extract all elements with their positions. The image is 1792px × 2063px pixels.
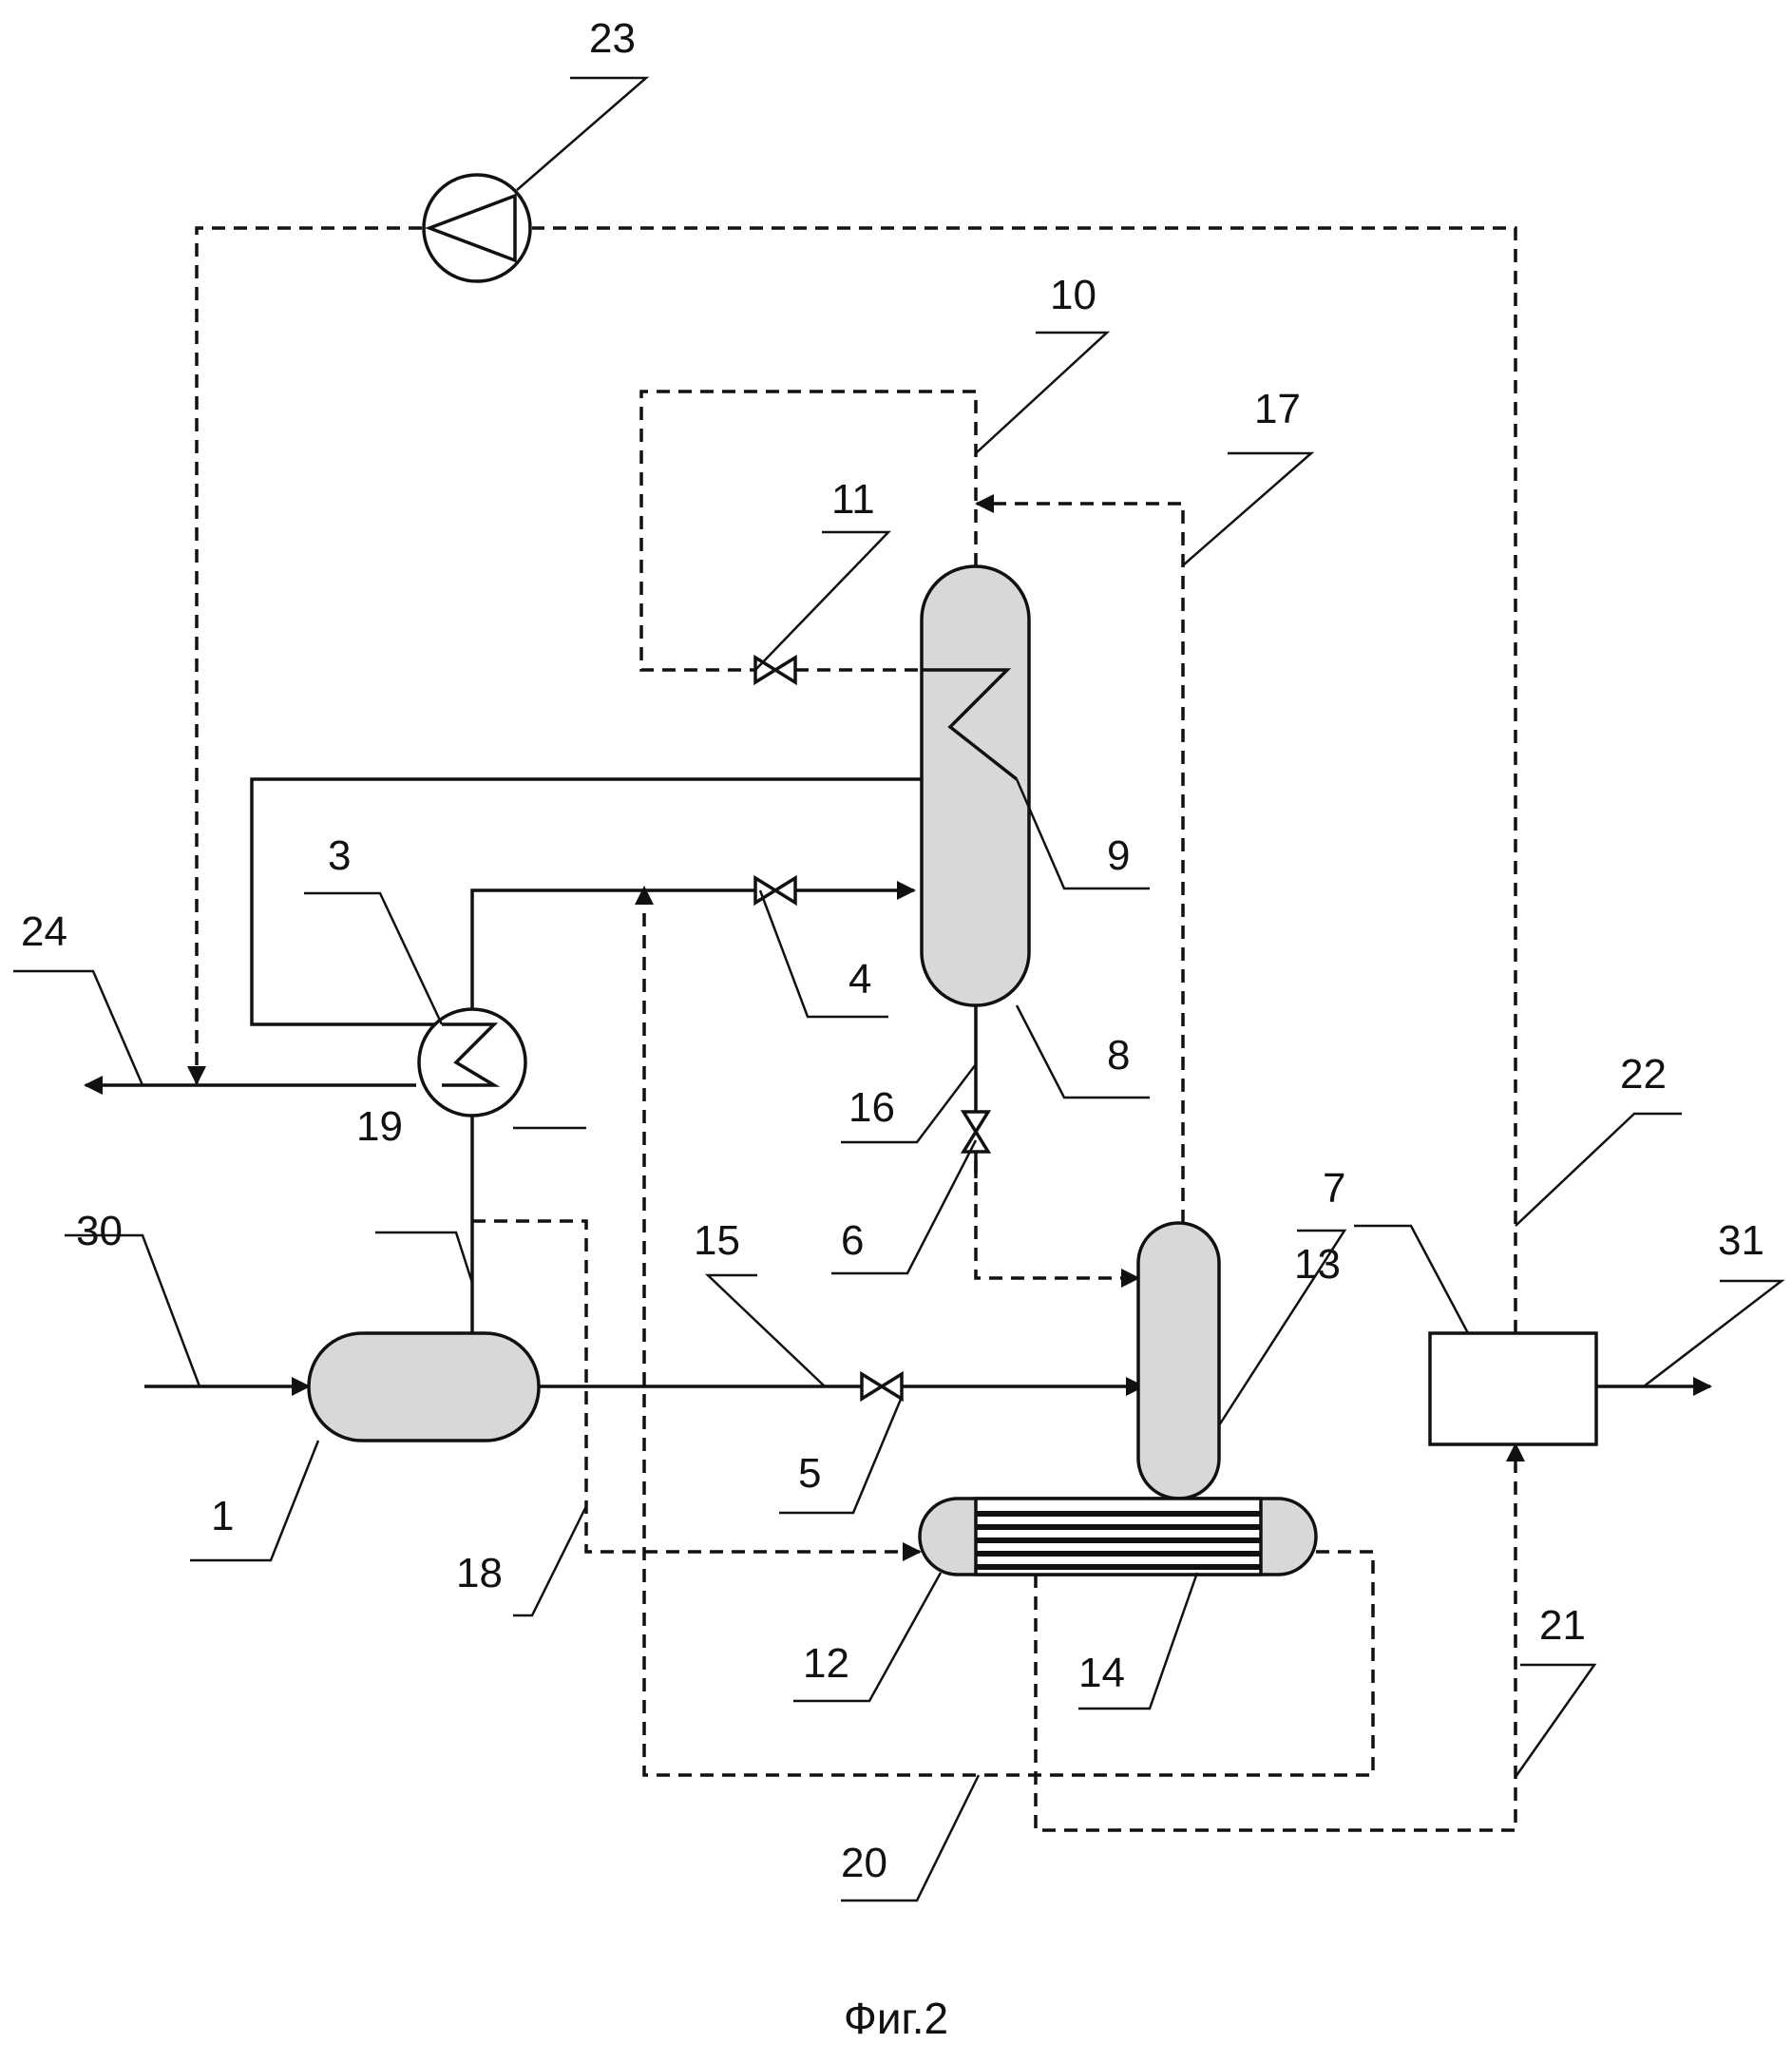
tube-bundle-14 <box>974 1497 1263 1576</box>
heat-exchanger-3-icon <box>417 1007 527 1117</box>
valve-11-icon <box>753 654 797 686</box>
solid-line-9-to-3 <box>250 777 1017 1026</box>
label-15: 15 <box>694 1217 740 1264</box>
label-7: 7 <box>1323 1165 1345 1212</box>
label-13: 13 <box>1294 1241 1341 1288</box>
dashed-line-10-loop <box>639 390 978 672</box>
dashed-line-21 <box>1034 1442 1525 1832</box>
label-30: 30 <box>76 1208 123 1254</box>
label-31: 31 <box>1718 1217 1764 1264</box>
label-21: 21 <box>1539 1602 1586 1649</box>
label-23: 23 <box>589 15 636 62</box>
label-18: 18 <box>456 1550 503 1596</box>
compressor-23-icon <box>422 173 532 283</box>
label-3: 3 <box>328 832 351 879</box>
label-1: 1 <box>211 1493 234 1539</box>
valve-6-icon <box>960 1110 992 1154</box>
label-24: 24 <box>21 908 67 955</box>
label-22: 22 <box>1620 1051 1667 1098</box>
valve-4-icon <box>753 874 797 907</box>
dashed-line-20 <box>635 886 1375 1777</box>
figure-caption: Фиг.2 <box>844 1994 948 2043</box>
label-5: 5 <box>798 1450 821 1497</box>
label-12: 12 <box>803 1640 849 1687</box>
label-9: 9 <box>1107 832 1130 879</box>
column-13 <box>1136 1221 1221 1500</box>
label-19: 19 <box>356 1103 403 1150</box>
dashed-line-17 <box>975 494 1185 1223</box>
label-20: 20 <box>841 1840 887 1886</box>
coil-9-icon <box>922 668 1019 781</box>
dashed-line-22-23 <box>532 226 1517 1333</box>
label-16: 16 <box>848 1084 895 1131</box>
label-14: 14 <box>1078 1650 1125 1696</box>
label-6: 6 <box>841 1217 864 1264</box>
vessel-1 <box>307 1331 541 1442</box>
tube-lines-14 <box>976 1511 1261 1570</box>
dashed-line-18 <box>472 1219 922 1561</box>
unit-7 <box>1428 1331 1598 1446</box>
solid-line-3-to-4 <box>470 888 755 1010</box>
leader-lines <box>13 76 1785 1902</box>
label-11: 11 <box>831 476 875 523</box>
valve-5-icon <box>860 1370 904 1403</box>
dashed-line-16 <box>974 1138 1140 1288</box>
label-10: 10 <box>1050 272 1096 318</box>
column-8 <box>920 564 1031 1007</box>
label-4: 4 <box>848 956 871 1003</box>
label-8: 8 <box>1107 1032 1130 1079</box>
label-17: 17 <box>1254 386 1301 432</box>
dashed-line-23-24 <box>187 226 422 1085</box>
